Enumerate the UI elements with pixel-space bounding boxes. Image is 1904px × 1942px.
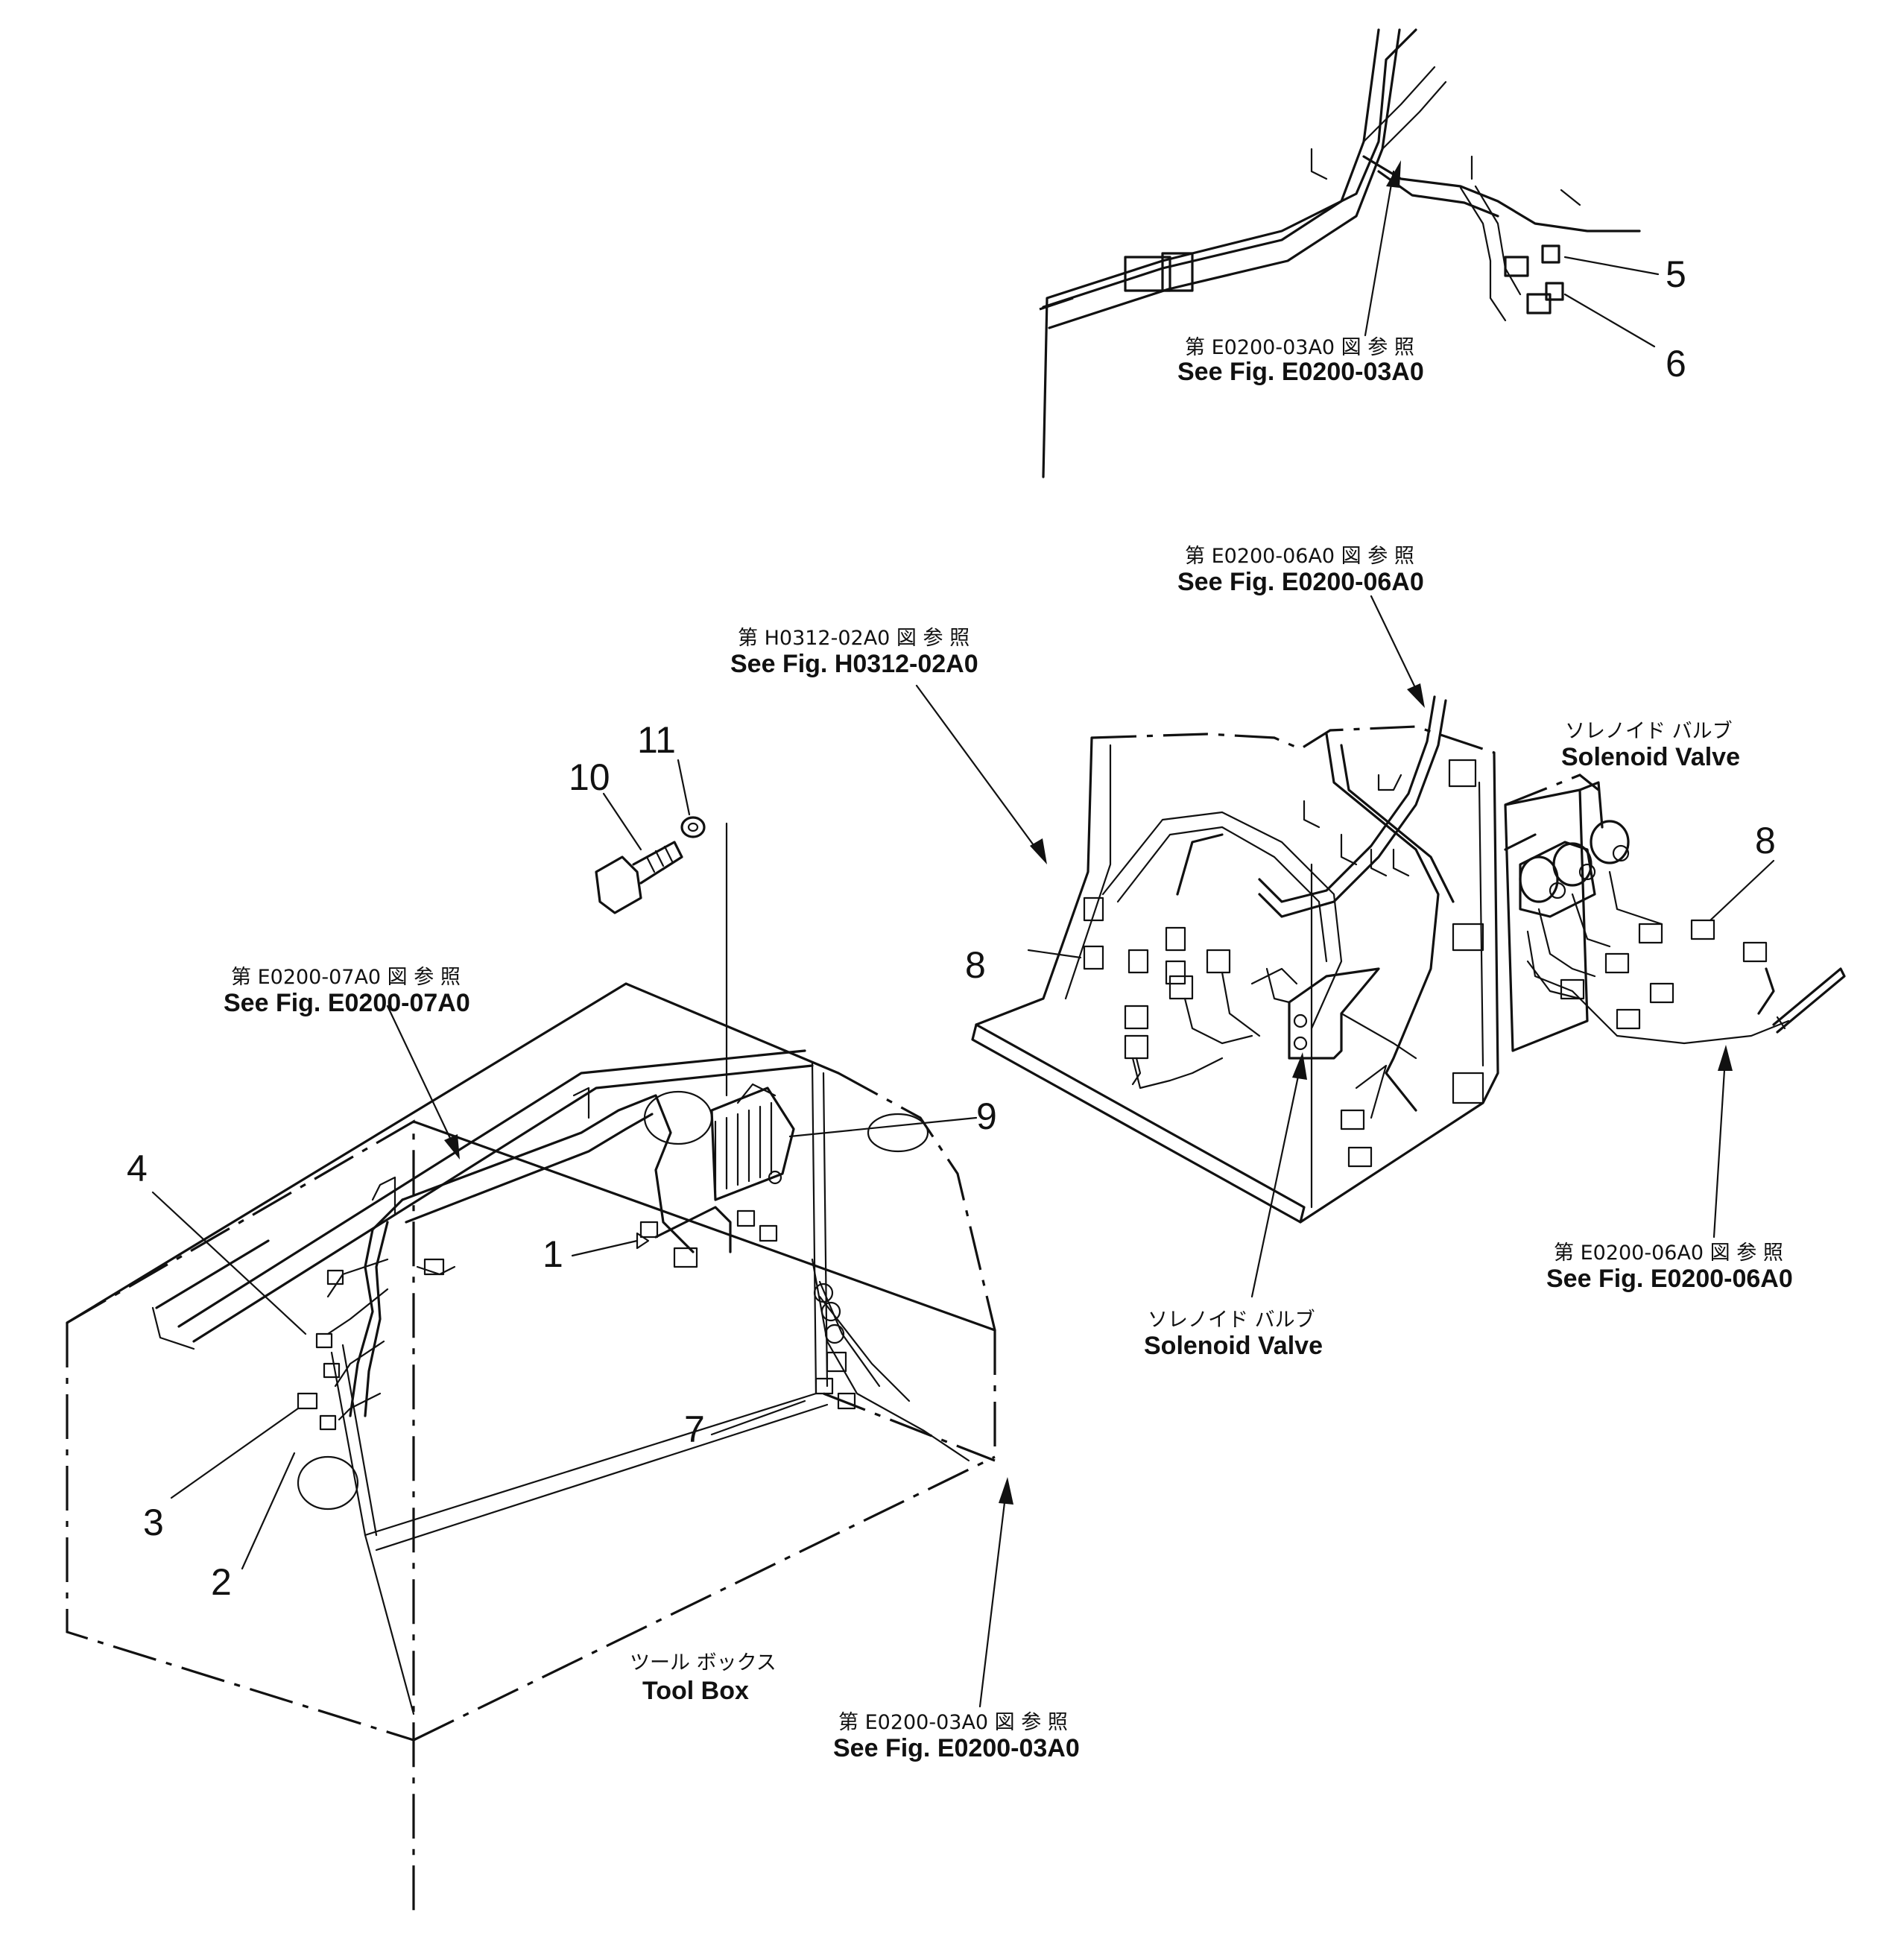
- callout-8-left: 8: [965, 944, 1082, 986]
- part-9-box: [710, 822, 795, 1201]
- callout-1: 1: [543, 1232, 650, 1275]
- callout-9: 9: [788, 1095, 997, 1138]
- svg-text:第 E0200-06A0 図 参 照: 第 E0200-06A0 図 参 照: [1185, 545, 1414, 568]
- solenoid-valve-right: [1504, 774, 1846, 1052]
- svg-text:See Fig. E0200-06A0: See Fig. E0200-06A0: [1177, 568, 1424, 596]
- callout-2: 2: [211, 1452, 296, 1603]
- callout-4: 4: [127, 1148, 307, 1335]
- svg-text:第 E0200-07A0 図 参 照: 第 E0200-07A0 図 参 照: [231, 966, 461, 989]
- svg-text:第 E0200-03A0 図 参 照: 第 E0200-03A0 図 参 照: [838, 1711, 1068, 1734]
- ref-e0200-03a0-top: 第 E0200-03A0 図 参 照 See Fig. E0200-03A0: [1177, 160, 1424, 386]
- svg-text:8: 8: [965, 944, 986, 986]
- svg-text:ソレノイド バルブ: ソレノイド バルブ: [1565, 720, 1733, 743]
- svg-text:See Fig. E0200-03A0: See Fig. E0200-03A0: [833, 1734, 1080, 1762]
- callout-8-right: 8: [1709, 820, 1776, 922]
- callout-5: 5: [1563, 253, 1686, 295]
- ref-e0200-06a0-right: 第 E0200-06A0 図 参 照 See Fig. E0200-06A0: [1546, 1045, 1793, 1293]
- callout-6: 6: [1563, 293, 1686, 385]
- callout-3: 3: [143, 1407, 300, 1543]
- svg-text:ソレノイド バルブ: ソレノイド バルブ: [1148, 1309, 1315, 1332]
- label-solenoid-valve-bottom: ソレノイド バルブ Solenoid Valve: [1144, 1052, 1323, 1360]
- svg-text:2: 2: [211, 1561, 232, 1603]
- svg-text:See Fig. E0200-03A0: See Fig. E0200-03A0: [1177, 358, 1424, 386]
- top-harness: [1039, 28, 1641, 478]
- callout-10: 10: [569, 756, 642, 851]
- ref-e0200-06a0-top: 第 E0200-06A0 図 参 照 See Fig. E0200-06A0: [1177, 545, 1425, 708]
- callout-7: 7: [684, 1399, 806, 1450]
- toolbox-harness: [297, 1087, 970, 1462]
- svg-text:第 E0200-06A0 図 参 照: 第 E0200-06A0 図 参 照: [1554, 1242, 1783, 1265]
- svg-text:See Fig. E0200-07A0: See Fig. E0200-07A0: [224, 989, 470, 1017]
- svg-text:See Fig. H0312-02A0: See Fig. H0312-02A0: [730, 650, 978, 678]
- svg-text:4: 4: [127, 1148, 148, 1189]
- svg-text:Solenoid Valve: Solenoid Valve: [1144, 1332, 1323, 1360]
- svg-text:3: 3: [143, 1502, 164, 1543]
- svg-text:第 E0200-03A0 図 参 照: 第 E0200-03A0 図 参 照: [1185, 336, 1414, 359]
- svg-text:9: 9: [976, 1095, 997, 1137]
- part-10-bolt: [595, 841, 683, 914]
- tool-box: [66, 982, 996, 1919]
- svg-text:11: 11: [637, 719, 676, 761]
- control-panel: [971, 695, 1499, 1224]
- svg-text:第 H0312-02A0 図 参 照: 第 H0312-02A0 図 参 照: [738, 627, 970, 650]
- ref-e0200-03a0-bottom: 第 E0200-03A0 図 参 照 See Fig. E0200-03A0: [833, 1477, 1080, 1762]
- part-11-washer: [680, 816, 706, 838]
- ref-h0312-02a0: 第 H0312-02A0 図 参 照 See Fig. H0312-02A0: [730, 627, 1047, 864]
- label-solenoid-valve-right: ソレノイド バルブ Solenoid Valve: [1561, 720, 1740, 771]
- svg-text:1: 1: [543, 1233, 563, 1275]
- svg-text:8: 8: [1755, 820, 1776, 861]
- ref-e0200-07a0: 第 E0200-07A0 図 参 照 See Fig. E0200-07A0: [224, 966, 470, 1160]
- svg-text:ツール ボックス: ツール ボックス: [630, 1651, 777, 1674]
- svg-text:10: 10: [569, 756, 610, 798]
- label-tool-box: ツール ボックス Tool Box: [630, 1651, 777, 1705]
- svg-text:7: 7: [684, 1408, 705, 1450]
- callout-5-label: 5: [1666, 253, 1686, 295]
- callout-6-label: 6: [1666, 343, 1686, 385]
- svg-text:Tool Box: Tool Box: [642, 1677, 749, 1705]
- svg-text:Solenoid Valve: Solenoid Valve: [1561, 743, 1740, 771]
- svg-text:See Fig. E0200-06A0: See Fig. E0200-06A0: [1546, 1265, 1793, 1293]
- panel-connectors: [1083, 896, 1261, 1089]
- callout-11: 11: [637, 719, 691, 816]
